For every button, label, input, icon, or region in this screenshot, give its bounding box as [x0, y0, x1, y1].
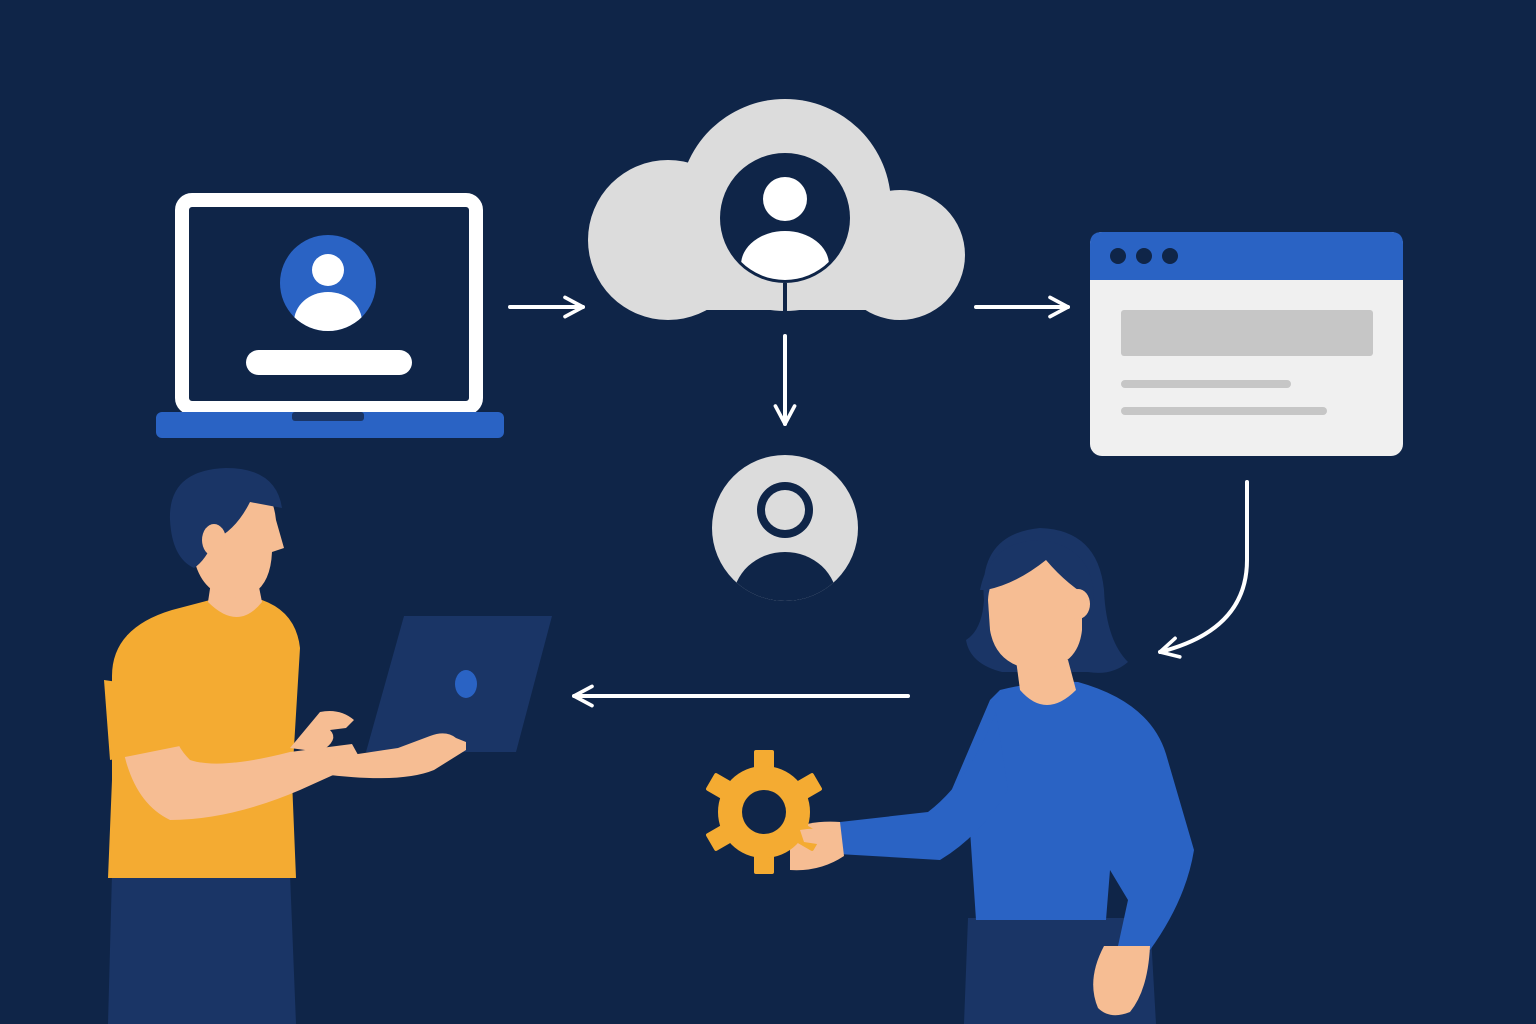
browser-dot-icon: [1162, 248, 1178, 264]
man-hand-typing: [290, 711, 354, 752]
man-ear: [202, 524, 226, 556]
person-woman: [706, 528, 1194, 1024]
man-arm: [120, 720, 362, 820]
laptop-base: [156, 412, 504, 438]
browser-window-icon: [1090, 232, 1403, 456]
user-avatar-icon: [712, 455, 858, 601]
man-sleeve: [104, 680, 180, 760]
man-pants: [108, 874, 296, 1024]
browser-dot-icon: [1136, 248, 1152, 264]
flow-arrows: [508, 295, 1249, 708]
laptop-trackpad-notch: [292, 412, 364, 421]
laptop-user-login-icon: [156, 193, 504, 438]
laptop-screen-frame: [175, 193, 483, 415]
man-hair: [169, 468, 282, 568]
woman-sweater: [938, 681, 1194, 950]
browser-dot-icon: [1110, 248, 1126, 264]
laptop-icon: [366, 616, 552, 752]
laptop-logo: [455, 670, 477, 698]
woman-bangs: [980, 540, 1094, 600]
woman-neck: [1016, 660, 1076, 705]
laptop-user-avatar-icon: [280, 235, 376, 331]
cloud-user-icon: [588, 99, 965, 320]
gear-icon: [706, 750, 822, 874]
man-hand-holding: [318, 733, 466, 779]
arrow-browser-to-woman: [1158, 480, 1249, 659]
woman-ear: [1066, 589, 1090, 619]
browser-content-line: [1121, 380, 1291, 388]
person-man: [104, 468, 552, 1024]
password-field-bar: [246, 350, 412, 375]
browser-content-line: [1121, 407, 1327, 415]
woman-arm: [838, 712, 1008, 860]
browser-title-bar: [1090, 232, 1403, 280]
browser-content-block: [1121, 310, 1373, 356]
woman-fingers: [800, 828, 836, 846]
woman-right-hand: [1093, 946, 1150, 1016]
woman-face: [988, 556, 1082, 670]
